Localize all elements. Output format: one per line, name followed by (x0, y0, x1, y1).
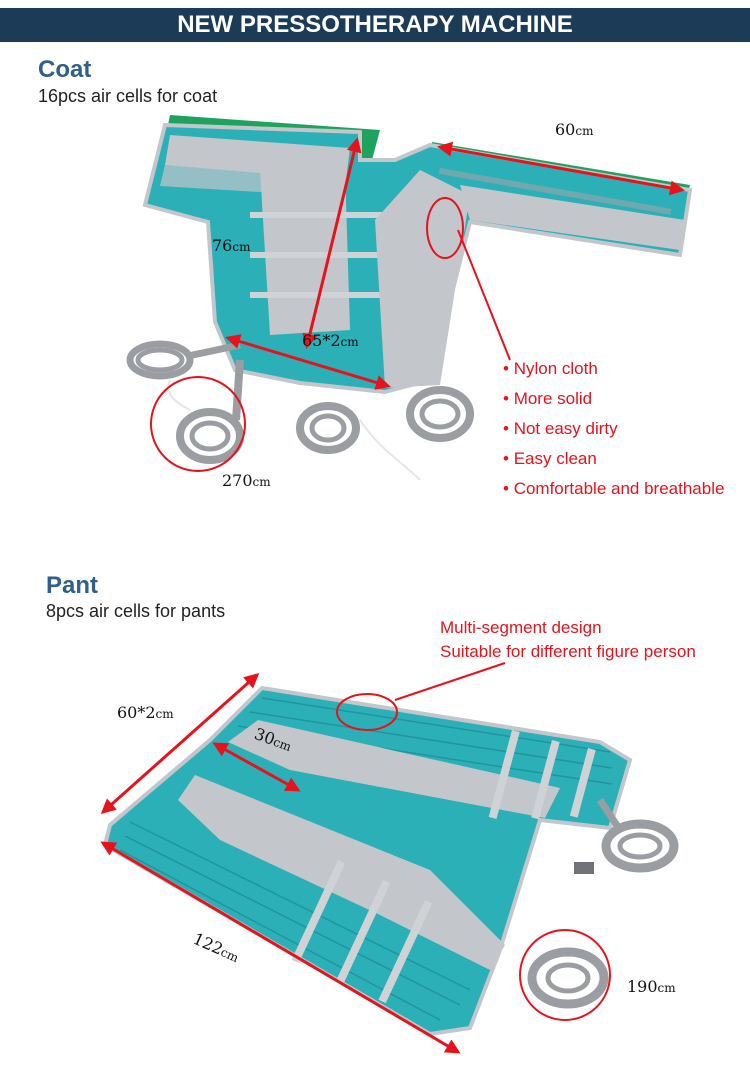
feature-item: Not easy dirty (503, 414, 724, 444)
coat-section-title: Coat (38, 56, 92, 83)
pant-design-note: Multi-segment design Suitable for differ… (440, 616, 696, 664)
hose-detail-circle (150, 376, 246, 472)
coat-hose-length: 270cm (222, 471, 271, 490)
pant-note-line2: Suitable for different figure person (440, 642, 696, 661)
pant-hoses (527, 798, 679, 1009)
feature-item: Easy clean (503, 444, 724, 474)
coat-dimension-arrows (225, 137, 685, 390)
pant-dimension-arrows (100, 662, 506, 1054)
pant-section-title: Pant (46, 572, 99, 599)
coat-feature-list: Nylon cloth More solid Not easy dirty Ea… (503, 354, 725, 504)
pant-note-line1: Multi-segment design (440, 618, 602, 637)
feature-item: Nylon cloth (503, 354, 724, 384)
pant-section-subtitle: 8pcs air cells for pants (46, 601, 226, 621)
segment-detail-circle (336, 693, 398, 731)
coat-sleeve-length: 60cm (555, 120, 594, 139)
page-banner: NEW PRESSOTHERAPY MACHINE (0, 8, 750, 42)
coat-section-subtitle: 16pcs air cells for coat (38, 86, 218, 106)
pant-hose-length: 190cm (627, 977, 676, 996)
feature-item: Comfortable and breathable (503, 474, 725, 504)
coat-height: 76cm (212, 236, 251, 255)
pant-waist-width: 60*2cm (117, 703, 174, 722)
coat-width: 65*2cm (302, 331, 359, 350)
fabric-detail-circle (426, 197, 464, 259)
pant-hose-detail-circle (519, 929, 611, 1021)
feature-item: More solid (503, 384, 724, 414)
